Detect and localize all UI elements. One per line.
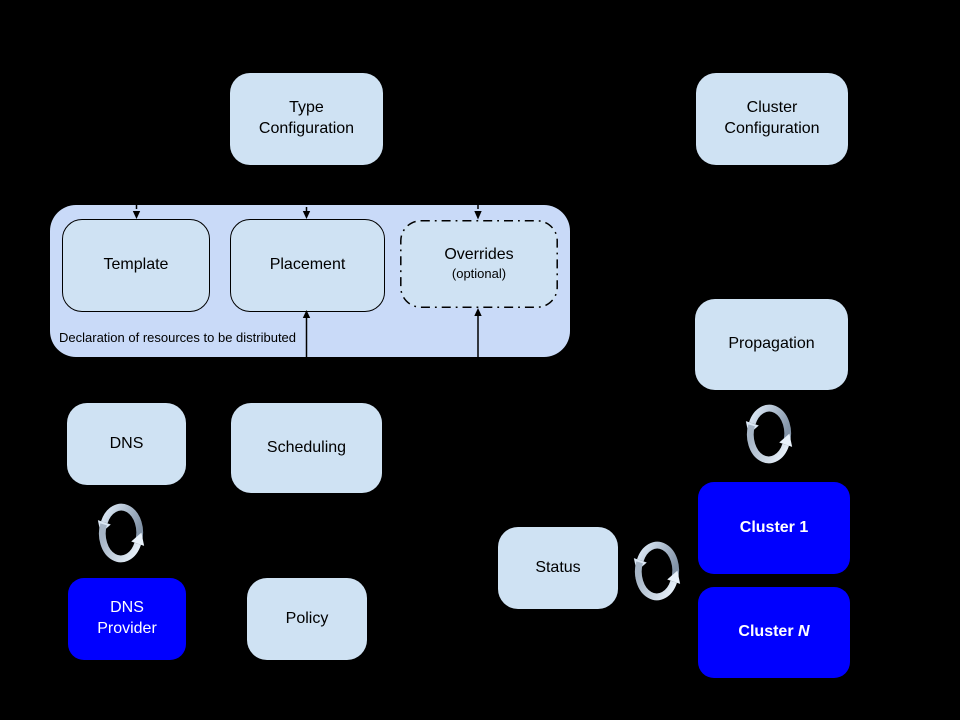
sync-arrows-icon (631, 536, 683, 606)
cluster-n-box: Cluster N (698, 587, 850, 678)
sync-arrows-icon (95, 498, 147, 568)
scheduling-label: Scheduling (266, 438, 347, 456)
sync-arrows-icon (743, 399, 795, 469)
cluster-configuration-label: Cluster Configuration (724, 99, 820, 137)
cluster-configuration-box: Cluster Configuration (696, 73, 848, 165)
propagation-label: Propagation (728, 335, 815, 353)
overrides-label: Overrides (optional) (444, 224, 513, 303)
placement-box: Placement (230, 219, 385, 312)
dash-dot-border (400, 220, 558, 308)
dns-label: DNS (109, 434, 144, 452)
type-configuration-box: Type Configuration (230, 73, 383, 165)
policy-label: Policy (285, 609, 329, 627)
cluster-1-label: Cluster 1 (739, 518, 809, 536)
status-box: Status (498, 527, 618, 609)
status-label: Status (535, 558, 581, 576)
cluster-n-suffix: N (798, 623, 810, 641)
policy-box: Policy (247, 578, 367, 660)
overrides-box: Overrides (optional) (400, 220, 558, 308)
declaration-caption: Declaration of resources to be distribut… (59, 330, 297, 345)
dns-provider-label: DNS Provider (97, 599, 157, 637)
dns-provider-box: DNS Provider (68, 578, 186, 660)
scheduling-box: Scheduling (231, 403, 382, 493)
dns-box: DNS (67, 403, 186, 485)
cluster-n-prefix: Cluster (738, 623, 798, 641)
template-label: Template (103, 256, 169, 274)
type-configuration-label: Type Configuration (258, 99, 355, 137)
overrides-sublabel: (optional) (451, 265, 507, 281)
cluster-1-box: Cluster 1 (698, 482, 850, 574)
overrides-title: Overrides (444, 246, 514, 264)
placement-label: Placement (269, 256, 346, 274)
template-box: Template (62, 219, 210, 312)
cluster-n-label: Cluster N (738, 622, 809, 643)
propagation-box: Propagation (695, 299, 848, 390)
